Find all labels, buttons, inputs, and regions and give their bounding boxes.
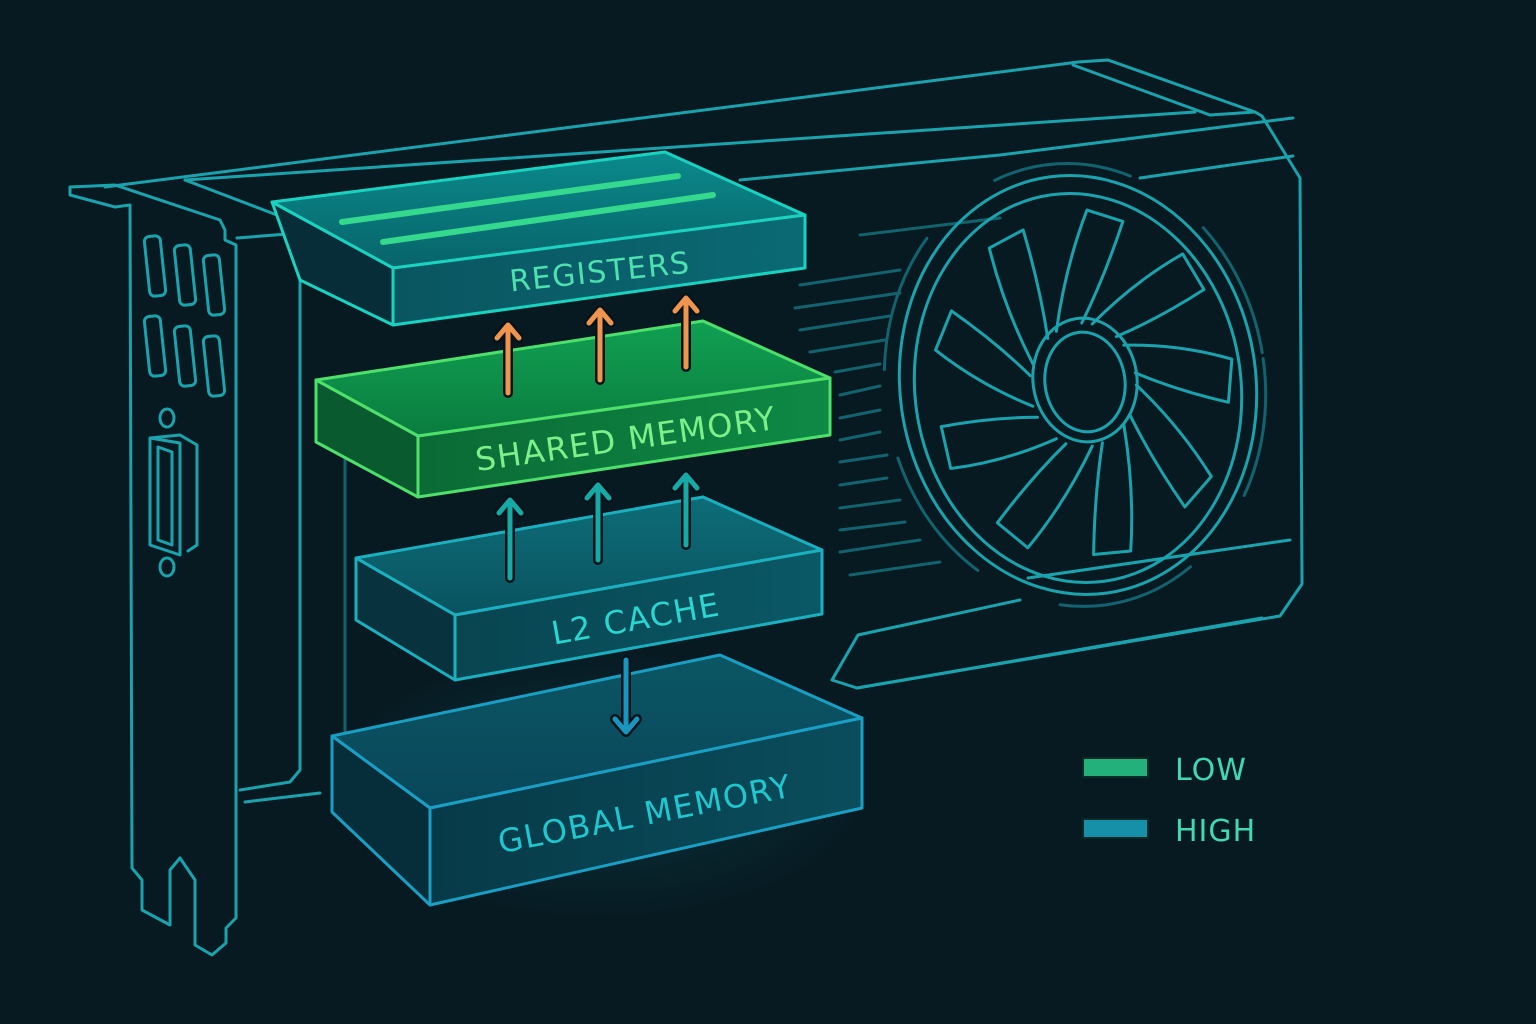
fan-hub-inner xyxy=(1043,330,1127,434)
card-top-inner-ridge xyxy=(1071,63,1257,117)
layer-registers: REGISTERS xyxy=(270,150,807,327)
card-body-left xyxy=(183,178,302,792)
fan-blade xyxy=(995,442,1094,550)
arrow-up-icon xyxy=(494,495,526,583)
fan-blade xyxy=(1054,208,1125,333)
card-body-inner xyxy=(235,231,322,804)
arrow-up-icon xyxy=(492,320,524,398)
fan-outer-ring xyxy=(897,174,1259,596)
fan-inner-ring xyxy=(912,192,1244,584)
fan-blade xyxy=(934,309,1035,408)
register-stripe xyxy=(339,173,681,225)
legend-label-high: HIGH xyxy=(1175,814,1256,849)
fan-blade xyxy=(1128,383,1213,509)
fan-blade xyxy=(1090,252,1206,339)
dvi-port xyxy=(148,407,199,578)
fan-blades xyxy=(934,208,1234,557)
arrow-up-icon xyxy=(670,470,702,550)
card-bottom-edge xyxy=(855,616,1264,690)
fan-blade xyxy=(939,415,1058,470)
legend-item-low: LOW xyxy=(1082,753,1247,788)
card-shroud-top xyxy=(183,110,1197,182)
arrow-up-icon xyxy=(584,305,616,385)
arrow-up-icon xyxy=(670,293,702,372)
layer-l2-cache: L2 CACHE xyxy=(354,495,824,682)
register-stripe xyxy=(380,192,716,245)
flow-arrows xyxy=(492,293,702,737)
cooling-fan xyxy=(882,162,1268,608)
fan-blade xyxy=(1092,423,1134,557)
pci-bracket xyxy=(68,183,238,957)
legend-swatch-low xyxy=(1082,757,1149,778)
card-shroud-right-edge xyxy=(1138,154,1295,180)
heatsink-fins xyxy=(793,268,942,577)
legend-swatch-high xyxy=(1082,818,1149,839)
card-top-edge xyxy=(103,58,1304,690)
legend-item-high: HIGH xyxy=(1082,814,1256,849)
card-lower-shroud xyxy=(830,538,1292,690)
card-shroud-mid xyxy=(738,116,1295,182)
arrow-down-icon xyxy=(610,655,642,737)
legend-label-low: LOW xyxy=(1175,753,1247,788)
bracket-outline xyxy=(68,183,238,957)
legend: LOW HIGH xyxy=(1082,753,1256,849)
arrow-up-icon xyxy=(582,480,614,565)
display-port-slots xyxy=(142,234,227,398)
fan-blade xyxy=(1122,343,1234,404)
layer-global-memory: GLOBAL MEMORY xyxy=(330,650,870,920)
fan-blade xyxy=(987,228,1050,366)
layer-shared-memory: SHARED MEMORY xyxy=(314,319,832,499)
